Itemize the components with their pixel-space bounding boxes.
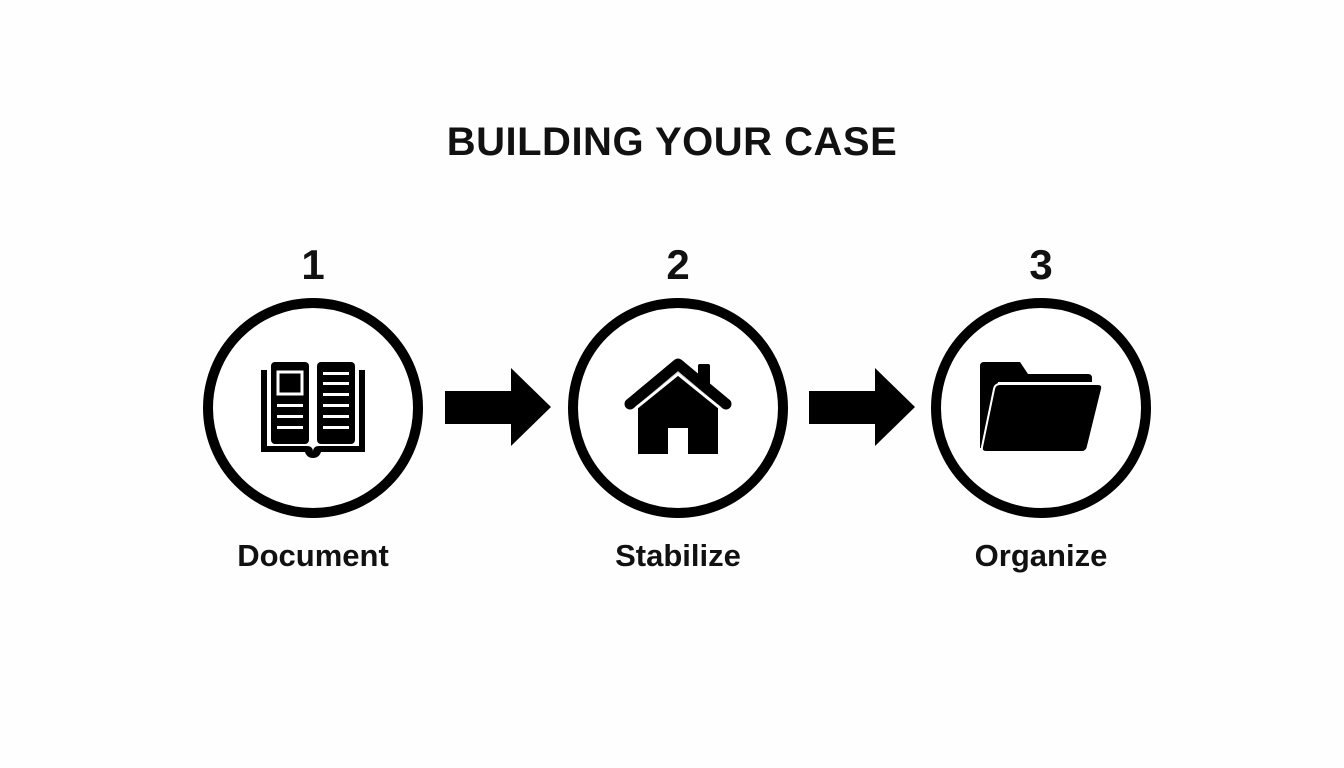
step-number: 3 [1029,241,1053,288]
step-circle [203,298,423,518]
step-number: 2 [666,241,690,288]
step-label: Organize [974,538,1108,573]
step-document: 1 [193,238,433,574]
step-organize: 3 Organize [921,238,1161,574]
house-icon [622,358,734,458]
arrow-right-icon [809,368,915,446]
step-number: 1 [301,241,325,288]
step-label: Document [237,538,389,573]
diagram-title: BUILDING YOUR CASE [446,120,898,164]
open-book-icon [257,358,369,458]
step-circle [931,298,1151,518]
step-stabilize: 2 Stabilize [558,238,798,574]
step-label: Stabilize [615,538,741,573]
arrow-right-icon [445,368,551,446]
step-circle [568,298,788,518]
folder-icon [978,360,1104,456]
